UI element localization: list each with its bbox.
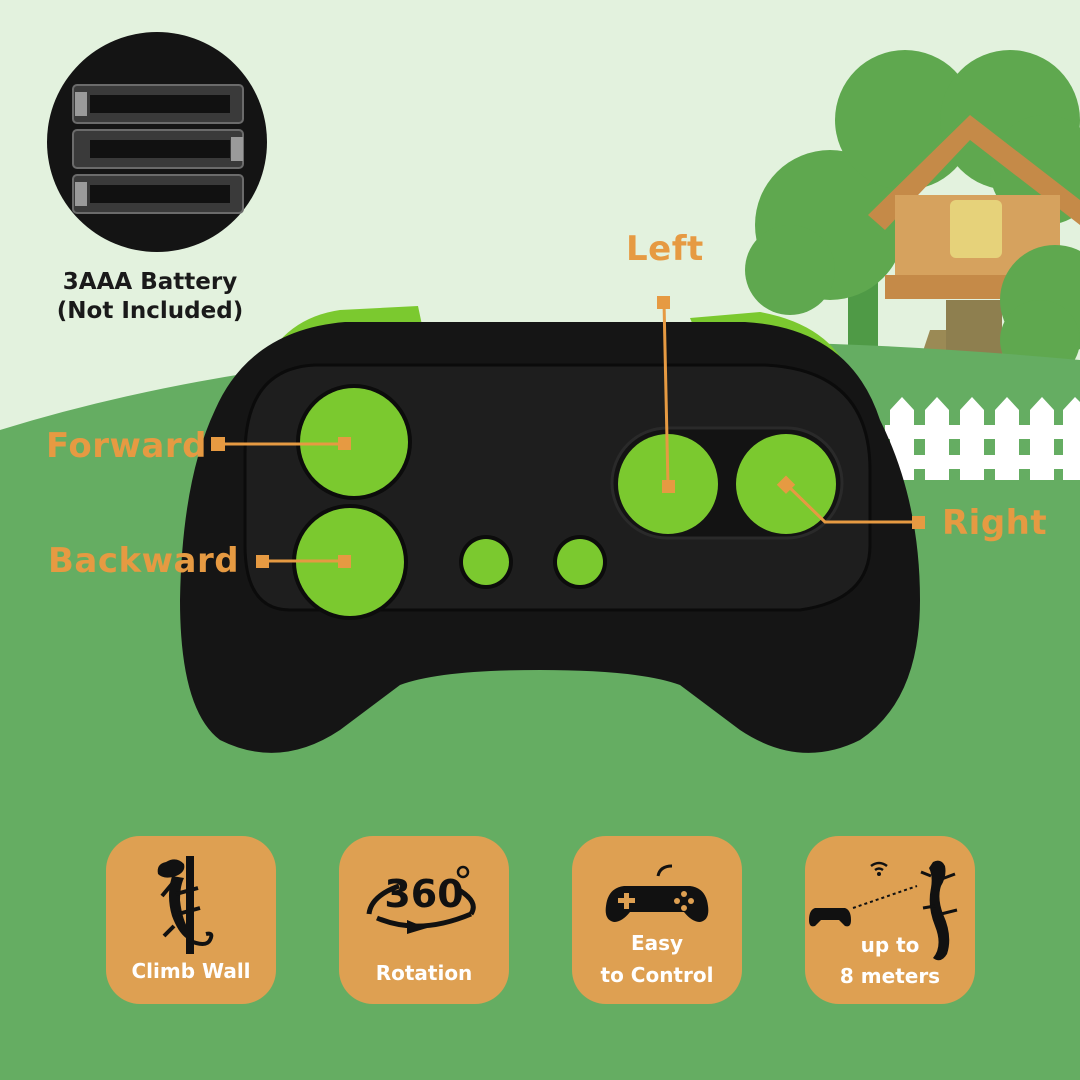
rotation-number: 360 [384,872,464,916]
feature-badge-climb-wall: Climb Wall [106,836,276,1004]
left-label: Left [626,229,704,269]
right-label: Right [942,503,1048,543]
small-button-left[interactable] [463,539,509,585]
feature-badge-range: up to 8 meters [805,836,975,1004]
chameleon-icon [157,856,214,954]
forward-button[interactable] [300,388,408,496]
backward-label: Backward [48,541,240,581]
small-button-right[interactable] [557,539,603,585]
feature-label-easy: Easy [630,931,684,955]
rotation-360-icon [366,865,476,934]
tree-icon [745,50,1080,420]
feature-label-up-to: up to [860,933,920,957]
remote-range-icon [809,860,958,961]
feature-label-climb-wall: Climb Wall [131,959,251,983]
left-bumper[interactable] [262,306,422,368]
feature-label-8-meters: 8 meters [839,964,941,988]
battery-caption-line2: (Not Included) [56,298,244,324]
feature-badge-easy-control: Easy to Control [572,836,742,1004]
gamepad-icon [605,864,709,922]
battery-caption: 3AAA Battery (Not Included) [30,268,270,326]
forward-label: Forward [46,426,207,466]
pointer-lines [211,296,925,568]
feature-label-to-control: to Control [600,963,714,987]
feature-badge-rotation: 360 Rotation [339,836,509,1004]
battery-compartment-image [47,32,267,252]
battery-caption-line1: 3AAA Battery [62,269,238,295]
fence-icon [885,397,1080,480]
feature-label-rotation: Rotation [375,961,473,985]
